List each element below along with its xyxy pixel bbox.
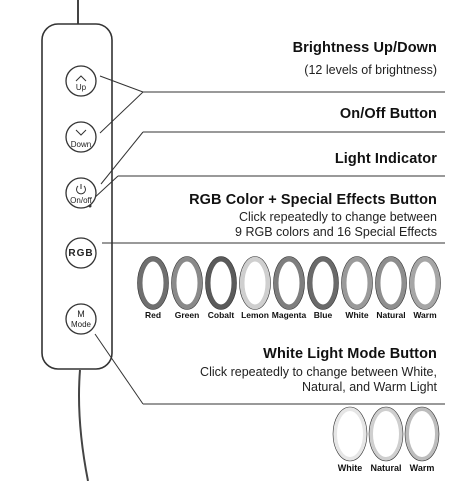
ring-outline-natural [375, 256, 407, 310]
leader-mode [94, 333, 144, 405]
ring-outline-red [137, 256, 169, 310]
mode-glyph: M [77, 309, 85, 319]
ring-outline-warm [409, 256, 441, 310]
ring-blue [307, 256, 339, 310]
ring-natural [369, 407, 403, 461]
white-desc-line2: Natural, and Warm Light [301, 380, 437, 394]
ring-label-green: Green [174, 310, 200, 320]
rgb-title: RGB Color + Special Effects Button [189, 192, 437, 208]
ring-label-magenta: Magenta [271, 310, 307, 320]
ring-label-blue: Blue [313, 310, 333, 320]
down-button[interactable] [65, 121, 97, 153]
ring-label-cobalt: Cobalt [207, 310, 235, 320]
rgb-label: RGB [68, 248, 94, 259]
chevron-down-icon [75, 129, 87, 136]
rgb-desc-line2: 9 RGB colors and 16 Special Effects [235, 225, 437, 239]
up-label: Up [75, 83, 87, 92]
white-rings [332, 406, 440, 462]
light-indicator-dot [88, 204, 92, 208]
ring-outline-natural [368, 406, 404, 462]
ring-outline-warm [404, 406, 440, 462]
ring-white [341, 256, 373, 310]
rgb-button[interactable] [65, 237, 97, 269]
ring-label-warm: Warm [413, 310, 437, 320]
rgb-desc-line1: Click repeatedly to change between [238, 210, 437, 224]
ring-outline-lemon [239, 256, 271, 310]
ring-label-white: White [345, 310, 369, 320]
rgb-rings [137, 256, 441, 310]
ring-label-warm: Warm [409, 463, 435, 473]
ring-magenta [273, 256, 305, 310]
mode-label: Mode [70, 320, 91, 329]
indicator-title: Light Indicator [334, 151, 437, 167]
ring-label-white: White [337, 463, 363, 473]
ring-label-red: Red [144, 310, 162, 320]
onoff-label: On/off [70, 196, 92, 205]
ring-label-natural: Natural [370, 463, 402, 473]
ring-outline-blue [307, 256, 339, 310]
ring-white [333, 407, 367, 461]
ring-outline-magenta [273, 256, 305, 310]
ring-red [137, 256, 169, 310]
leader-power [100, 131, 144, 185]
ring-warm [409, 256, 441, 310]
ring-natural [375, 256, 407, 310]
white-title: White Light Mode Button [263, 346, 437, 362]
ring-outline-white [341, 256, 373, 310]
ring-green [171, 256, 203, 310]
white-desc-line1: Click repeatedly to change between White… [200, 365, 437, 379]
ring-outline-white [332, 406, 368, 462]
brightness-title: Brightness Up/Down [292, 40, 437, 56]
ring-outline-cobalt [205, 256, 237, 310]
leader-down [99, 91, 144, 134]
ring-label-natural: Natural [376, 310, 406, 320]
leader-up [99, 75, 144, 93]
brightness-subtitle: (12 levels of brightness) [304, 63, 437, 77]
ring-warm [405, 407, 439, 461]
onoff-button[interactable] [65, 177, 97, 209]
chevron-up-icon [75, 75, 87, 82]
ring-label-lemon: Lemon [241, 310, 269, 320]
power-title: On/Off Button [339, 106, 437, 122]
ring-outline-green [171, 256, 203, 310]
ring-lemon [239, 256, 271, 310]
down-label: Down [70, 140, 92, 149]
ring-cobalt [205, 256, 237, 310]
power-icon [76, 185, 86, 195]
mode-button[interactable] [65, 303, 97, 335]
cable-bottom [78, 369, 89, 481]
up-button[interactable] [65, 65, 97, 97]
